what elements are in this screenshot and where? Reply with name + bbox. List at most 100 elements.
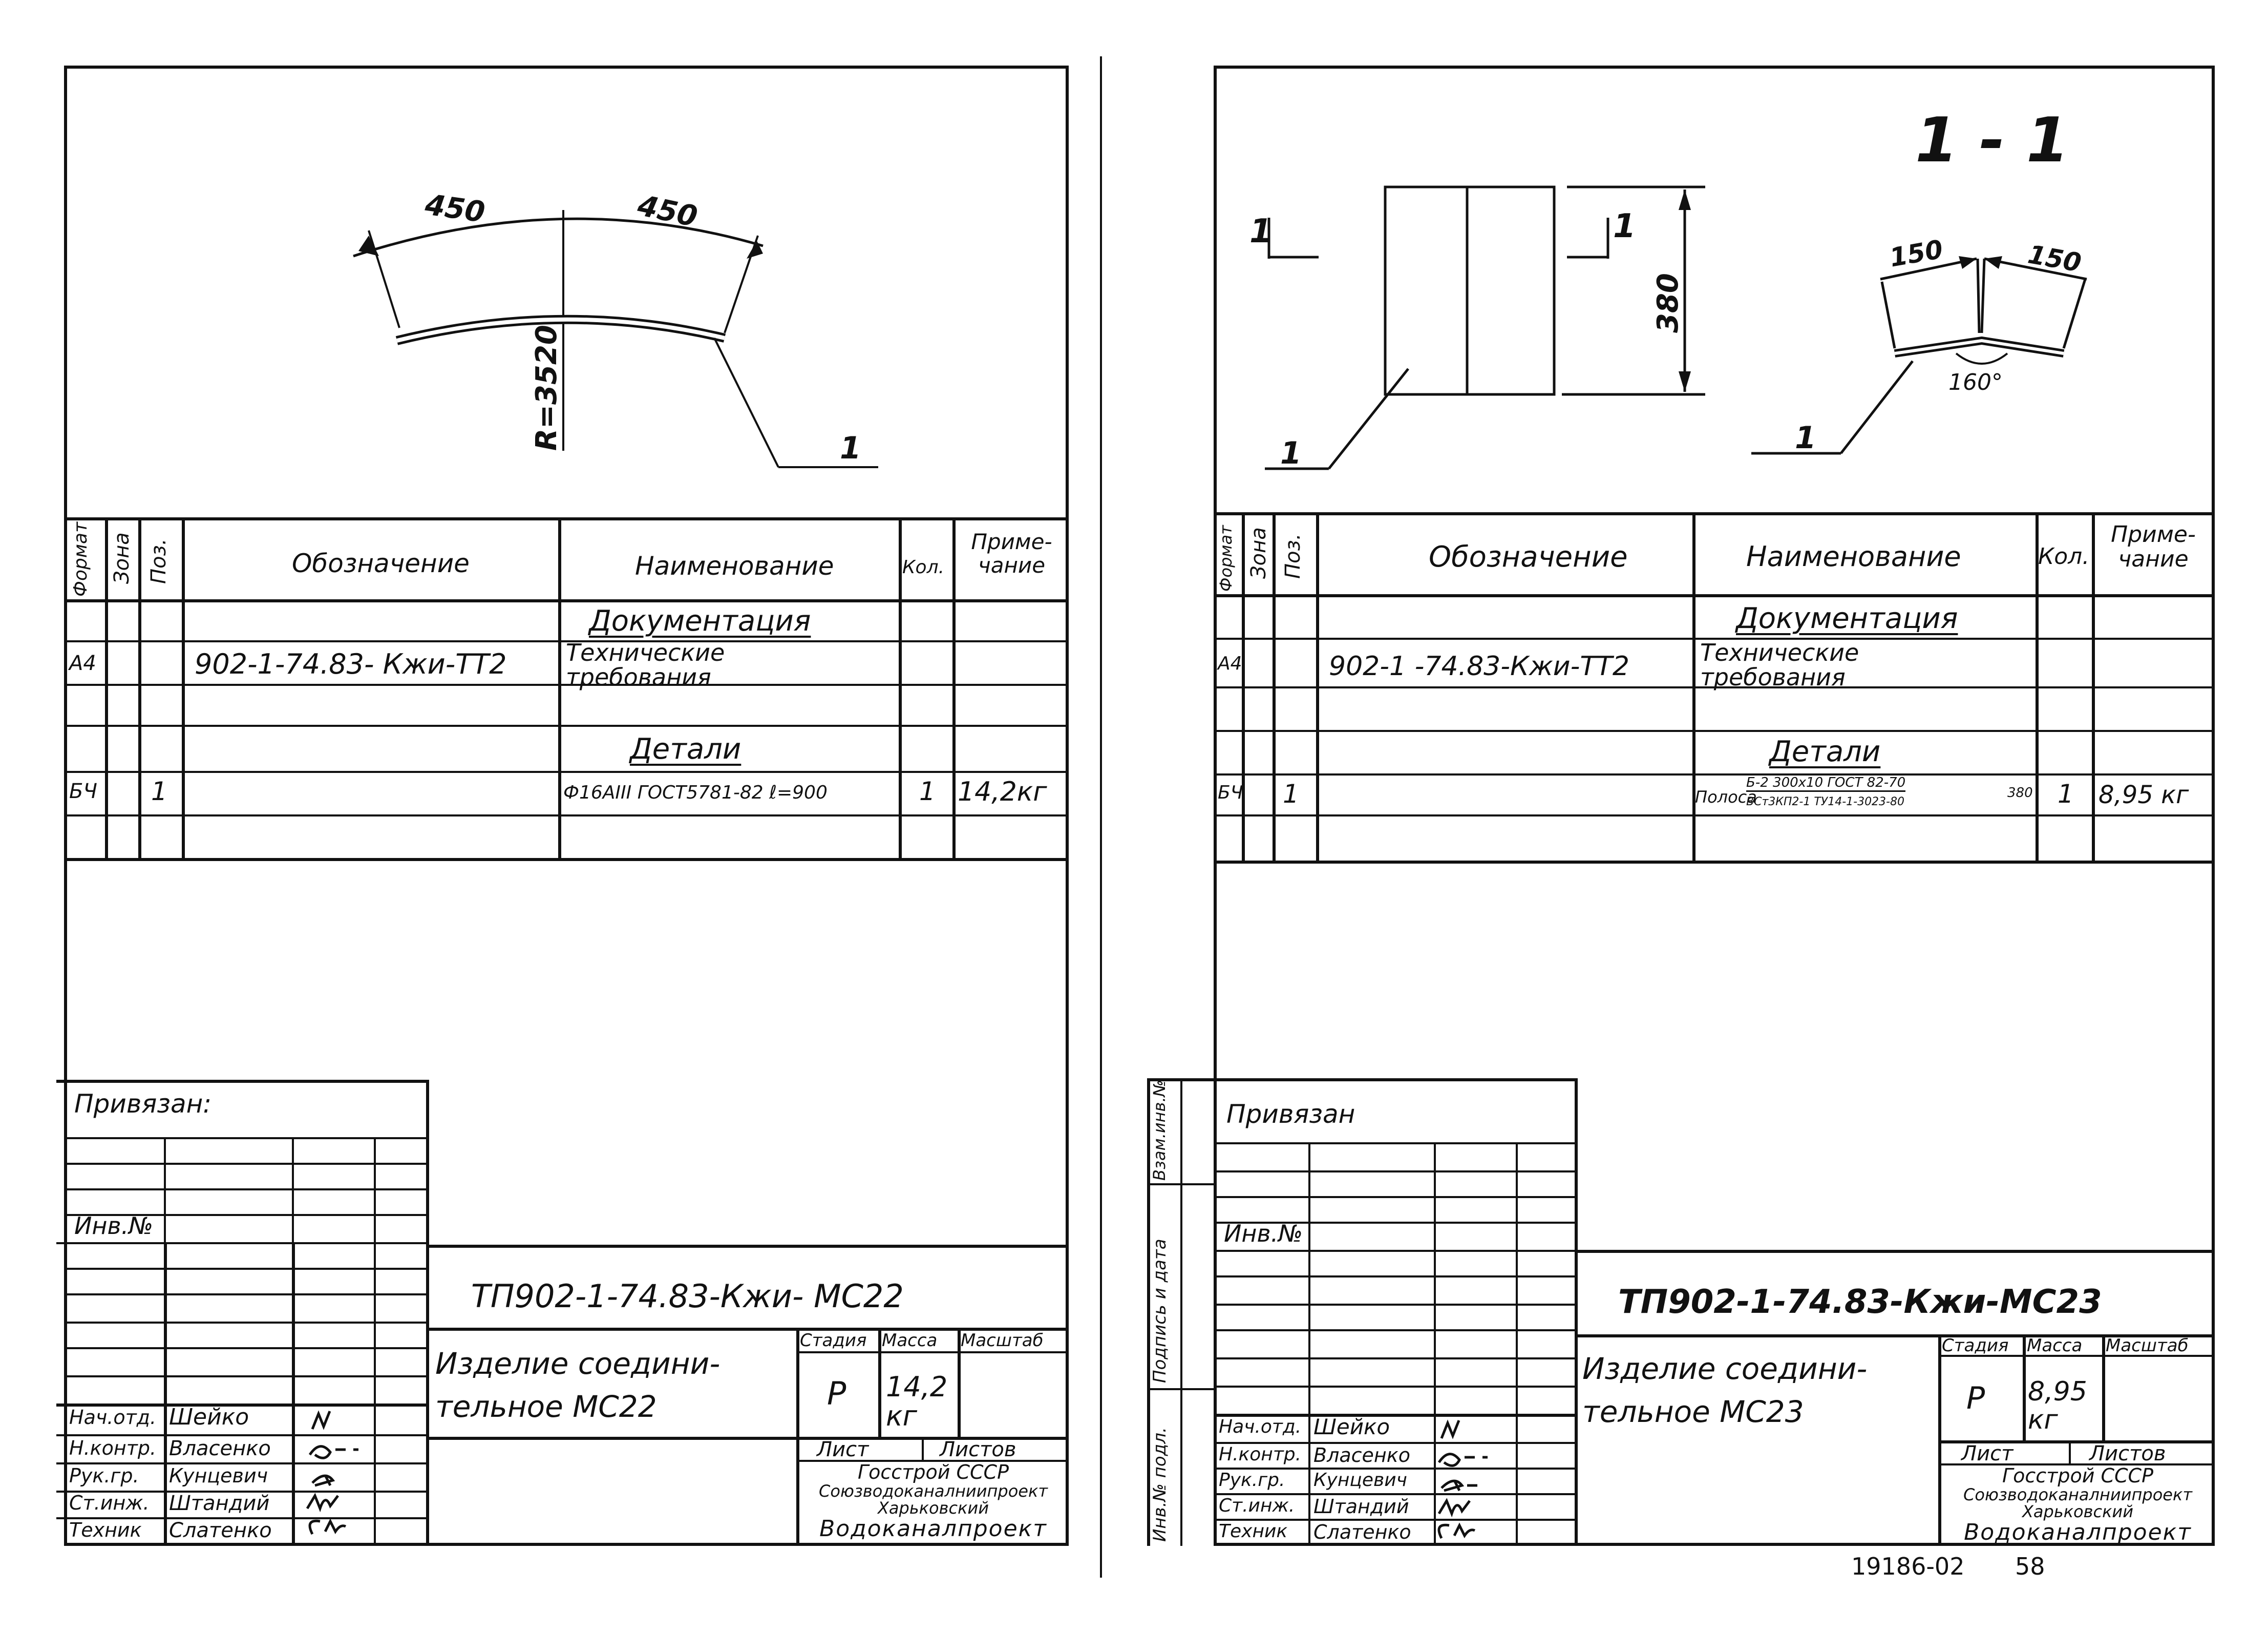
left-sec-details: Детали — [630, 732, 741, 766]
right-org2: Союзводоканалниипроект — [1963, 1484, 2192, 1504]
left-sheets-h: Листов — [940, 1438, 1016, 1461]
center-fold-line — [1100, 56, 1102, 1578]
left-stage: Р — [827, 1375, 846, 1412]
right-sec-details: Детали — [1769, 735, 1881, 768]
left-org4: Водоканалпроект — [819, 1516, 1047, 1542]
right-staff-role-3: Ст.инж. — [1219, 1495, 1295, 1516]
left-detail-note: 14,2кг — [958, 777, 1047, 807]
right-leader-left: 1 — [1280, 435, 1302, 471]
right-product-line2: тельное МС23 — [1582, 1394, 1804, 1430]
left-sheet-frame — [64, 66, 1069, 1546]
right-detail-qty: 1 — [2058, 779, 2074, 809]
left-sheet-h: Лист — [817, 1438, 869, 1461]
right-binding-label: Привязан — [1226, 1099, 1355, 1129]
left-staff-role-3: Ст.инж. — [69, 1492, 150, 1514]
right-h-name: Наименование — [1746, 540, 1961, 573]
right-org1: Госстрой СССР — [2002, 1464, 2153, 1487]
left-h-qty: Кол. — [902, 557, 945, 578]
right-title-product: Изделие соедини- тельное МС23 — [1582, 1347, 1867, 1433]
left-leader-label: 1 — [840, 430, 861, 466]
right-org3: Харьковский — [2022, 1502, 2133, 1522]
left-doc-designation: 902-1-74.83- Кжи-ТТ2 — [195, 648, 507, 680]
left-h-note: Приме- чание — [971, 529, 1052, 578]
left-stage-h: Стадия — [800, 1330, 867, 1351]
left-staff-name-2: Кунцевич — [169, 1464, 268, 1487]
left-product-line1: Изделие соедини- — [435, 1346, 720, 1381]
right-angle: 160° — [1948, 369, 2003, 395]
right-leader-right: 1 — [1795, 420, 1816, 456]
right-sec-documentation: Документация — [1736, 602, 1958, 635]
right-cut-left: 1 — [1249, 213, 1273, 250]
right-scale-h: Масштаб — [2106, 1335, 2189, 1356]
right-doc-format: А4 — [1218, 653, 1242, 674]
left-doc-name: Технические требования — [566, 639, 725, 692]
left-h-designation: Обозначение — [292, 549, 470, 578]
right-stage-h: Стадия — [1942, 1335, 2009, 1356]
left-org1: Госстрой СССР — [857, 1461, 1009, 1483]
right-staff-name-4: Слатенко — [1313, 1521, 1411, 1543]
left-scale-h: Масштаб — [961, 1330, 1044, 1351]
right-section-title: 1 - 1 — [1915, 105, 2069, 176]
right-cut-right: 1 — [1613, 207, 1636, 245]
left-detail-format: БЧ — [69, 780, 97, 803]
right-staff-role-4: Техник — [1219, 1521, 1288, 1542]
right-sheets-h: Листов — [2089, 1442, 2166, 1465]
left-detail-qty: 1 — [919, 777, 936, 806]
right-detail-bottom: ВСт3КП2-1 ТУ14-1-3023-80 — [1746, 795, 1904, 808]
left-org3: Харьковский — [878, 1498, 989, 1518]
left-spec-header-bottom — [66, 599, 1068, 602]
right-doc-name: Технические требования — [1700, 639, 1859, 692]
left-product-line2: тельное МС22 — [435, 1389, 657, 1424]
right-staff-name-1: Власенко — [1313, 1444, 1410, 1467]
right-doc-designation: 902-1 -74.83-Кжи-ТТ2 — [1329, 651, 1629, 682]
right-staff-role-0: Нач.отд. — [1219, 1416, 1302, 1437]
left-staff-name-1: Власенко — [169, 1437, 271, 1460]
left-binding-label: Привязан: — [74, 1089, 212, 1119]
left-doc-format: А4 — [69, 652, 96, 675]
right-inv-label: Инв.№ — [1224, 1220, 1303, 1247]
left-inv-label: Инв.№ — [74, 1212, 154, 1240]
right-mass-h: Масса — [2027, 1335, 2083, 1356]
right-detail-top: Б-2 300х10 ГОСТ 82-70 — [1746, 776, 1906, 792]
footer-page: 58 — [2015, 1553, 2045, 1580]
left-staff-role-4: Техник — [69, 1519, 142, 1541]
left-title-product: Изделие соедини- тельное МС22 — [435, 1342, 720, 1428]
right-mass: 8,95 кг — [2028, 1376, 2087, 1435]
right-h-qty: Кол. — [2038, 543, 2090, 570]
left-detail-pos: 1 — [151, 777, 167, 806]
footer-stamp: 19186-02 — [1851, 1553, 1965, 1580]
right-stage: Р — [1966, 1380, 1985, 1416]
right-staff-name-0: Шейко — [1313, 1414, 1390, 1439]
left-org2: Союзводоканалниипроект — [819, 1481, 1048, 1501]
right-detail-format: БЧ — [1218, 782, 1243, 803]
left-staff-name-3: Штандий — [169, 1492, 270, 1515]
left-org: Госстрой СССР Союзводоканалниипроект Хар… — [799, 1462, 1068, 1541]
right-detail-note: 8,95 кг — [2099, 781, 2189, 809]
left-h-name: Наименование — [635, 551, 834, 581]
right-detail-pos: 1 — [1283, 779, 1299, 809]
right-staff-role-2: Рук.гр. — [1219, 1470, 1285, 1491]
right-detail-len: 380 — [2007, 785, 2033, 801]
right-staff-role-1: Н.контр. — [1219, 1444, 1302, 1465]
right-org: Госстрой СССР Союзводоканалниипроект Хар… — [1941, 1464, 2215, 1546]
left-staff-role-1: Н.контр. — [69, 1437, 157, 1459]
left-spec-top — [66, 517, 1068, 520]
left-staff-name-4: Слатенко — [169, 1519, 272, 1542]
right-sheet-frame — [1214, 66, 2215, 1546]
left-mass-h: Масса — [882, 1330, 938, 1351]
left-title-code: ТП902-1-74.83-Кжи- МС22 — [471, 1277, 904, 1315]
right-h-designation: Обозначение — [1429, 540, 1628, 574]
right-org4: Водоканалпроект — [1964, 1519, 2192, 1546]
left-sec-documentation: Документация — [589, 604, 811, 638]
left-staff-role-2: Рук.гр. — [69, 1464, 139, 1487]
right-product-line1: Изделие соедини- — [1582, 1351, 1868, 1386]
left-detail-name: Ф16АIII ГОСТ5781-82 ℓ=900 — [563, 782, 828, 803]
right-sheet-h: Лист — [1961, 1442, 2013, 1465]
left-staff-name-0: Шейко — [169, 1404, 249, 1430]
left-staff-role-0: Нач.отд. — [69, 1406, 157, 1429]
right-staff-name-3: Штандий — [1313, 1495, 1409, 1518]
